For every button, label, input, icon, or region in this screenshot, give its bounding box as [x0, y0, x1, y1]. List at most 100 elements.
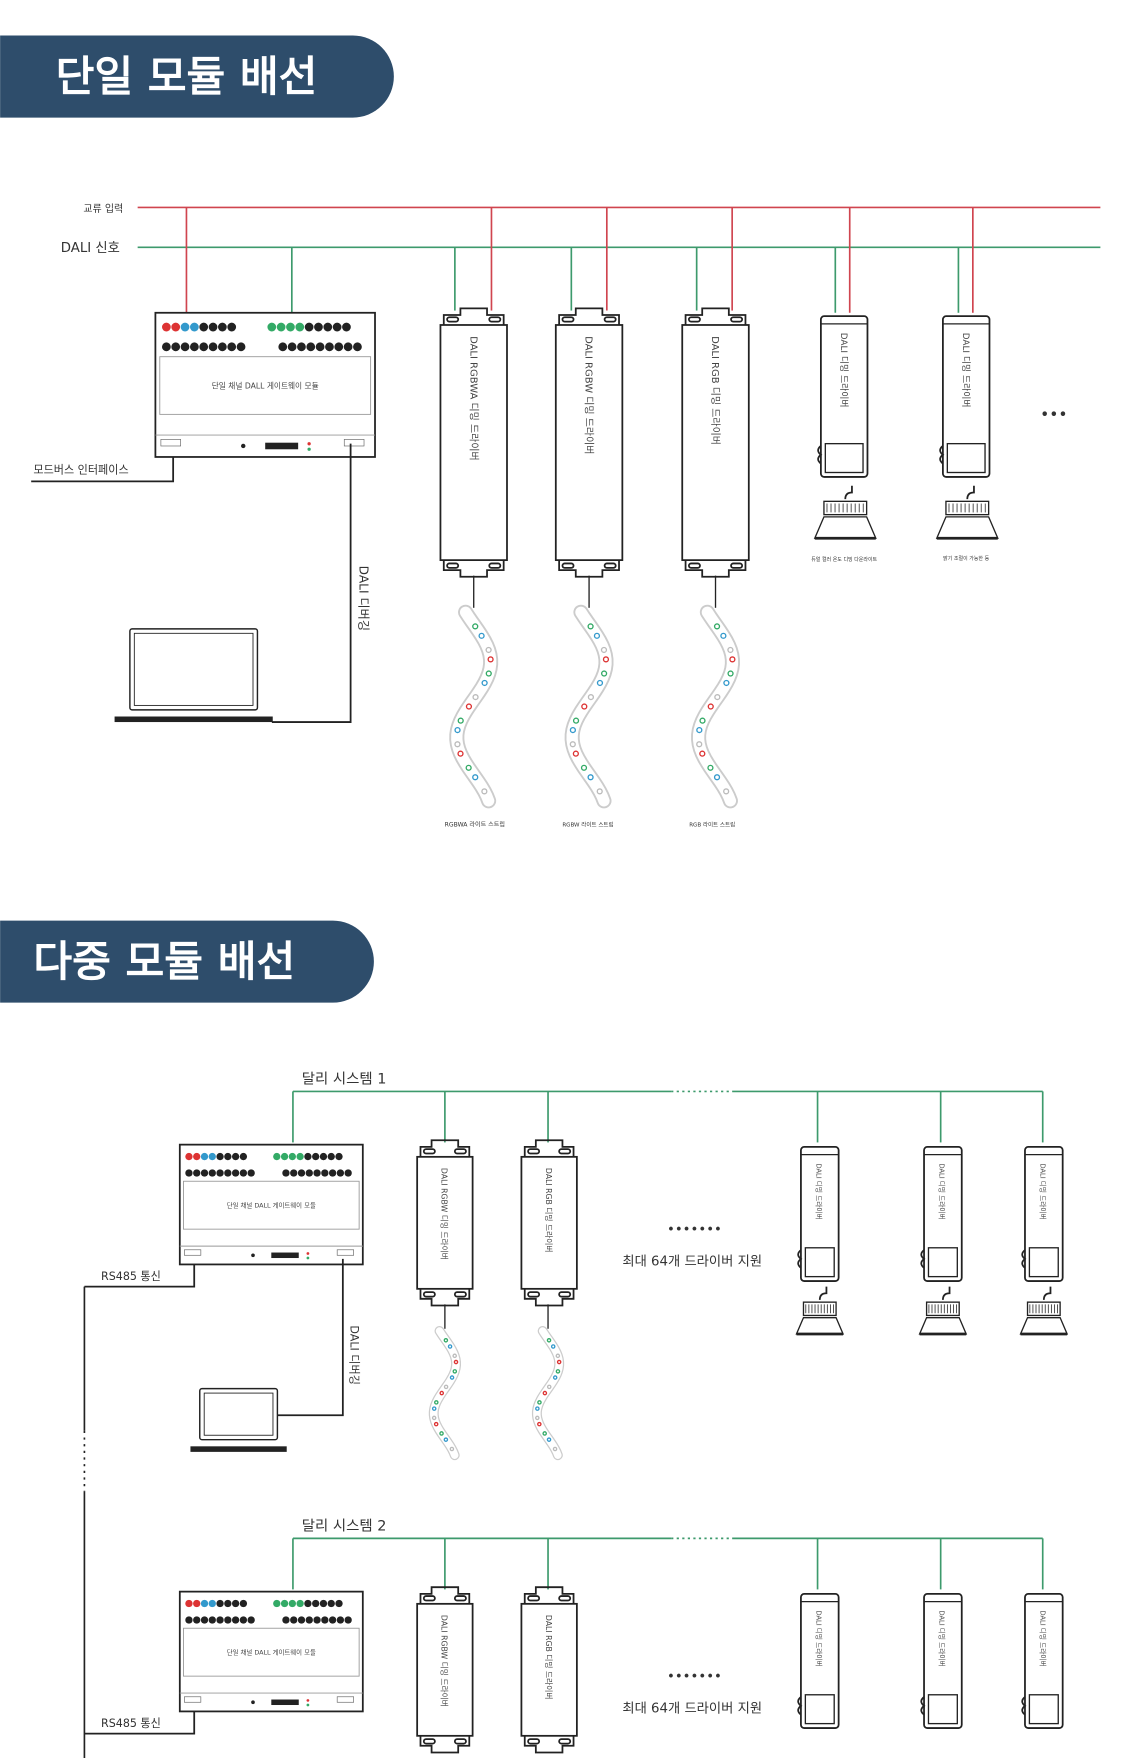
dip-switch	[271, 1252, 299, 1259]
driver-body	[819, 315, 869, 478]
lamp-body	[935, 516, 999, 539]
driver-body	[681, 324, 750, 562]
dip-switch	[271, 1699, 299, 1706]
terminal	[239, 1169, 248, 1177]
terminal	[297, 342, 306, 352]
mount-hole	[730, 316, 744, 323]
terminal	[276, 322, 286, 332]
terminal	[208, 1599, 216, 1608]
terminal	[304, 322, 314, 332]
led	[439, 1390, 445, 1396]
terminal	[193, 1599, 201, 1608]
terminal	[208, 322, 218, 332]
led	[696, 741, 703, 748]
terminal	[280, 1599, 289, 1608]
debug-wire	[271, 443, 352, 723]
led	[729, 656, 736, 663]
mount-hole	[453, 1595, 467, 1602]
driver-support-label: 최대 64개 드라이버 지원	[622, 1254, 762, 1270]
terminal	[282, 1616, 290, 1624]
terminal	[208, 1152, 216, 1161]
terminal	[224, 1152, 232, 1161]
terminal	[236, 342, 246, 352]
led	[465, 703, 473, 710]
strip-label: RGB 라이트 스트립	[689, 820, 735, 828]
mount-hole	[422, 1595, 436, 1602]
driver-label: DALI RGB 디밍 드라이버	[709, 336, 721, 445]
led1-icon	[307, 442, 311, 446]
driver-label: DALI 디밍 드라이버	[838, 333, 849, 408]
led	[600, 646, 608, 654]
terminal	[304, 1152, 312, 1161]
terminal	[231, 1169, 240, 1177]
clip	[920, 1696, 926, 1716]
clip	[939, 445, 945, 465]
terminal	[185, 1616, 193, 1624]
clip	[797, 1696, 803, 1716]
mount-hole	[603, 562, 617, 569]
driver-body	[416, 1155, 474, 1290]
terminal	[319, 1152, 328, 1161]
terminal	[290, 1616, 298, 1624]
terminal	[216, 1152, 224, 1161]
port	[160, 439, 181, 447]
heatsink	[945, 500, 990, 516]
terminal	[312, 1152, 320, 1161]
led	[487, 656, 494, 663]
driver-body	[520, 1155, 578, 1290]
led	[572, 717, 580, 724]
dimming-driver: DALI RGB 디밍 드라이버	[520, 1139, 578, 1307]
led	[723, 788, 730, 795]
led	[699, 717, 706, 724]
dots: •••••••	[667, 1222, 722, 1237]
section-banner	[0, 920, 374, 1003]
led	[713, 623, 721, 630]
terminal	[208, 1616, 216, 1624]
small-dimming-driver: DALI 디밍 드라이버	[1021, 1145, 1064, 1282]
small-dimming-driver: DALI 디밍 드라이버	[817, 315, 869, 478]
downlight-icon	[935, 485, 999, 540]
terminal	[282, 1169, 290, 1177]
terminal	[353, 342, 362, 352]
reset-button	[251, 1253, 255, 1258]
terminal-cover	[927, 1247, 958, 1278]
terminal	[161, 342, 171, 352]
led	[481, 679, 488, 687]
led-strip-icon	[564, 604, 614, 809]
strip-label: RGBWA 라이트 스트립	[445, 820, 505, 828]
cable	[818, 1286, 828, 1300]
led	[472, 623, 479, 630]
terminal	[239, 1152, 248, 1161]
terminal	[328, 1616, 337, 1624]
mount-hole	[453, 1738, 467, 1745]
small-dimming-driver: DALI 디밍 드라이버	[797, 1145, 840, 1282]
clip	[817, 445, 823, 465]
terminal	[288, 1152, 297, 1161]
led	[587, 693, 595, 701]
led	[535, 1415, 540, 1421]
downlight-label: 듀얼 컬러 온도 디밍 다운라이트	[811, 556, 877, 563]
led	[443, 1437, 449, 1442]
terminal	[344, 1169, 352, 1177]
dimming-driver: DALI RGBW 디밍 드라이버	[554, 307, 624, 578]
terminal	[185, 1599, 193, 1608]
terminal	[305, 1616, 313, 1624]
driver-body	[416, 1602, 474, 1737]
port	[336, 1696, 354, 1703]
led	[600, 670, 608, 677]
dali-debug-label: DALI 디버깅	[356, 566, 370, 631]
terminal	[193, 1152, 201, 1161]
terminal	[342, 322, 351, 332]
led2-icon	[306, 1703, 310, 1707]
terminal	[286, 322, 295, 332]
led	[714, 693, 721, 701]
terminal	[189, 342, 199, 352]
port	[184, 1696, 202, 1703]
led	[707, 703, 714, 710]
terminal	[296, 1599, 304, 1608]
ac-input-label: 교류 입력	[83, 202, 123, 215]
reset-button	[241, 443, 246, 449]
laptop-base	[114, 716, 273, 723]
terminal	[200, 1152, 209, 1161]
driver-label: DALI RGBWA 디밍 드라이버	[467, 336, 479, 461]
